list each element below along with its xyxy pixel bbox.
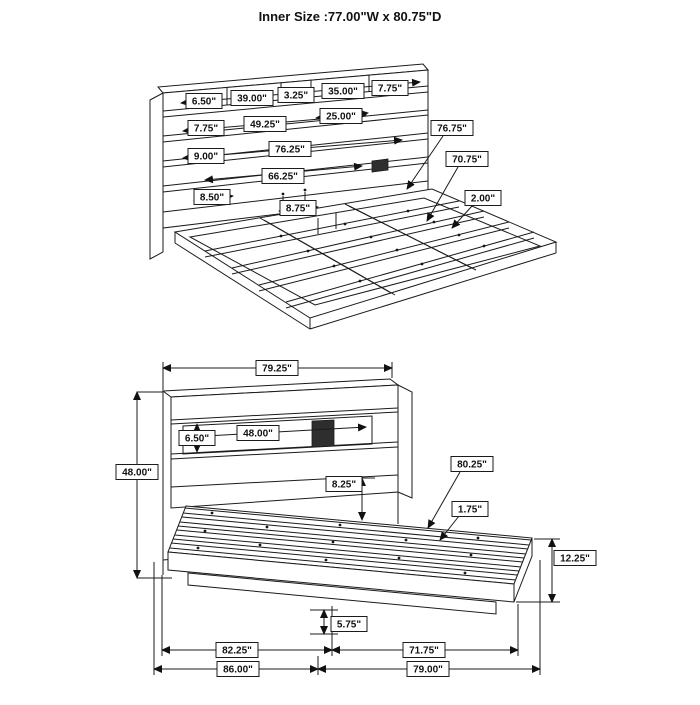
bottom-platform — [167, 505, 533, 615]
svg-text:3.25": 3.25" — [284, 91, 308, 102]
dim-top-shelf-left-height: 6.50" — [185, 93, 223, 109]
svg-text:8.50": 8.50" — [200, 193, 224, 204]
svg-text:48.00": 48.00" — [243, 429, 273, 440]
svg-text:7.75": 7.75" — [378, 84, 402, 95]
dim-top-callout-rail: 2.00" — [464, 190, 502, 206]
bottom-screw-holes — [196, 511, 480, 575]
dim-bottom-outer-right: 79.00" — [406, 661, 450, 677]
dim-bottom-foot-height: 5.75" — [330, 616, 368, 632]
dim-bottom-callout-depth: 80.25" — [450, 456, 494, 472]
dim-bottom-left-height: 48.00" — [115, 464, 159, 480]
svg-text:70.75": 70.75" — [452, 155, 482, 166]
svg-text:25.00": 25.00" — [326, 112, 356, 123]
svg-text:71.75": 71.75" — [409, 646, 439, 657]
bottom-foot-height-dimension — [310, 609, 338, 635]
bottom-left-height-dimension — [133, 391, 172, 579]
svg-text:80.25": 80.25" — [457, 460, 487, 471]
svg-text:49.25": 49.25" — [250, 120, 280, 131]
svg-text:9.00": 9.00" — [194, 152, 218, 163]
svg-text:86.00": 86.00" — [223, 665, 253, 676]
top-platform-frame — [173, 188, 558, 330]
svg-text:7.75": 7.75" — [194, 124, 218, 135]
dim-top-row3-height: 9.00" — [187, 148, 225, 164]
dim-top-row2-width: 49.25" — [243, 116, 287, 132]
dim-top-shelf-width-2: 35.00" — [321, 83, 365, 99]
svg-text:66.25": 66.25" — [268, 172, 298, 183]
svg-text:76.75": 76.75" — [437, 124, 467, 135]
svg-text:82.25": 82.25" — [222, 646, 252, 657]
dim-top-divider: 3.25" — [277, 87, 315, 103]
svg-text:48.00": 48.00" — [122, 468, 152, 479]
dim-top-row2-width-2: 25.00" — [319, 108, 363, 124]
svg-text:1.75": 1.75" — [458, 505, 482, 516]
svg-text:79.00": 79.00" — [413, 665, 443, 676]
shelf-cubby — [311, 419, 335, 448]
dim-bottom-outer-left: 86.00" — [216, 661, 260, 677]
dim-top-row3-width: 76.25" — [268, 141, 312, 157]
dim-bottom-gap: 8.25" — [325, 476, 363, 492]
svg-text:2.00": 2.00" — [471, 194, 495, 205]
svg-text:6.50": 6.50" — [185, 434, 209, 445]
dim-bottom-base-height: 12.25" — [553, 550, 597, 566]
dim-bottom-inner-right: 71.75" — [402, 642, 446, 658]
dim-bottom-top-width: 79.25" — [255, 360, 299, 376]
dim-top-callout-inner: 70.75" — [445, 151, 489, 167]
dim-top-shelf-width-1: 39.00" — [230, 90, 274, 106]
dim-bottom-callout-slat: 1.75" — [451, 501, 489, 517]
dim-top-row4-width: 66.25" — [261, 168, 305, 184]
svg-text:79.25": 79.25" — [262, 364, 292, 375]
dim-top-callout-length: 76.75" — [430, 120, 474, 136]
led-strip — [371, 158, 389, 173]
svg-text:35.00": 35.00" — [328, 87, 358, 98]
svg-text:5.75": 5.75" — [337, 620, 361, 631]
dim-bottom-shelf-height: 6.50" — [178, 430, 216, 446]
dim-top-right-height: 7.75" — [371, 80, 409, 96]
page-title: Inner Size :77.00"W x 80.75"D — [259, 9, 442, 24]
top-isometric-view: 6.50" 39.00" 3.25" 35.00" 7.75" 7.75" 49… — [149, 63, 558, 330]
dim-top-row5-height: 8.50" — [193, 189, 231, 205]
dim-top-slat-gap: 8.75" — [279, 200, 317, 216]
top-callout-leaders — [406, 135, 473, 229]
svg-text:8.75": 8.75" — [286, 204, 310, 215]
svg-text:39.00": 39.00" — [237, 94, 267, 105]
dim-top-row2-height: 7.75" — [187, 120, 225, 136]
svg-text:12.25": 12.25" — [560, 554, 590, 565]
dim-bottom-shelf-width: 48.00" — [236, 425, 280, 441]
svg-text:8.25": 8.25" — [332, 480, 356, 491]
bottom-callout-leaders — [427, 471, 461, 541]
bottom-isometric-view: 79.25" 48.00" 6.50" 48.00" 8.25" 80.25" … — [115, 360, 597, 677]
bottom-base-height-dimension — [516, 538, 560, 603]
svg-text:76.25": 76.25" — [275, 145, 305, 156]
dim-bottom-inner-left: 82.25" — [215, 642, 259, 658]
svg-text:6.50": 6.50" — [192, 97, 216, 108]
